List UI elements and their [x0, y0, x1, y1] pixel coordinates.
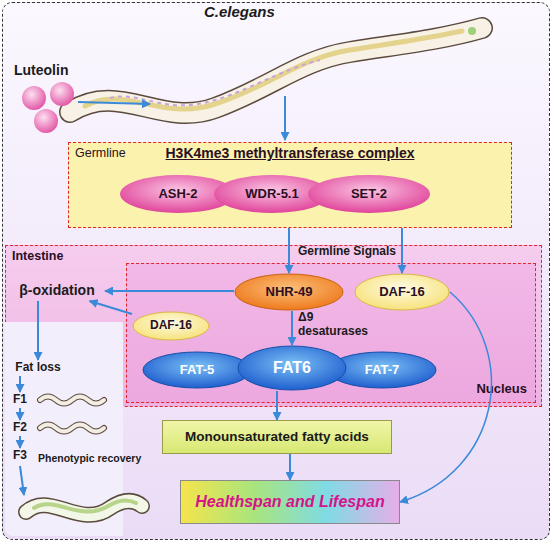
pathway-box: β-oxidation [9, 281, 105, 301]
ellipse-fill [355, 274, 449, 310]
ellipse-fill [328, 352, 436, 388]
product-box: Monounsaturated fatty acids [162, 420, 392, 454]
generation-box: F1 [8, 392, 32, 408]
worm-illustration [70, 27, 482, 113]
ellipse-fill [235, 274, 343, 310]
germline-box: GermlineH3K4me3 methyltransferase comple… [68, 142, 512, 228]
flow-arrow [19, 436, 21, 448]
compound-label: Luteolin [14, 62, 68, 78]
factor-ellipse: DAF-16 [132, 311, 210, 341]
node-label: FAT6 [273, 359, 311, 377]
node-label: ASH-2 [158, 187, 197, 201]
node-label: WDR-5.1 [245, 187, 298, 201]
node-label: SET-2 [351, 187, 387, 201]
node-label: FAT-7 [365, 363, 399, 377]
ellipse-fill [143, 352, 251, 388]
complex-title: H3K4me3 methyltransferase complex [69, 146, 511, 161]
node-label: Monounsaturated fatty acids [185, 430, 369, 445]
node-label: DAF-16 [379, 285, 425, 299]
organism-label: C.elegans [204, 3, 275, 20]
uptake-arrow [284, 96, 286, 140]
enzyme-class-label: Δ9 desaturases [298, 311, 378, 339]
region-label: Germline [75, 147, 126, 161]
node-label: DAF-16 [150, 319, 192, 332]
protein-ellipse: SET-2 [307, 174, 431, 214]
ellipse-fill [308, 175, 430, 213]
node-label: Healthspan and Lifespan [195, 493, 384, 511]
node-label: β-oxidation [19, 283, 94, 298]
edge-label: Germline Signals [298, 244, 396, 258]
generation-box: F2 [8, 420, 32, 436]
enzyme-ellipse: FAT6 [237, 345, 347, 391]
node-label: NHR-49 [266, 285, 313, 299]
luteolin-molecules [22, 82, 74, 133]
region-label: Intestine [12, 250, 63, 264]
enzyme-ellipse: FAT-5 [142, 351, 252, 389]
node-label: F3 [13, 449, 27, 462]
node-label: F1 [13, 393, 27, 406]
feeding-arrow [78, 102, 150, 104]
stage-box: Fat loss [6, 360, 70, 376]
node-label: Fat loss [15, 361, 60, 374]
ellipse-fill [238, 346, 346, 390]
note-label: Phenotypic recovery [38, 452, 141, 464]
outcome-box: Healthspan and Lifespan [180, 480, 400, 524]
receptor-ellipse: NHR-49 [234, 273, 344, 311]
flow-arrow [19, 408, 21, 420]
flow-arrow [19, 376, 21, 392]
recovered-worm [26, 500, 142, 515]
small-worm [40, 425, 104, 432]
flow-arrow [289, 454, 291, 480]
node-label: F2 [13, 421, 27, 434]
small-worm [40, 397, 104, 404]
region-label: Nucleus [476, 382, 527, 396]
node-label: FAT-5 [180, 363, 214, 377]
recovery-arrow [20, 466, 24, 495]
factor-ellipse: DAF-16 [354, 273, 450, 311]
ellipse-fill [133, 312, 209, 340]
generation-box: F3 [8, 448, 32, 464]
